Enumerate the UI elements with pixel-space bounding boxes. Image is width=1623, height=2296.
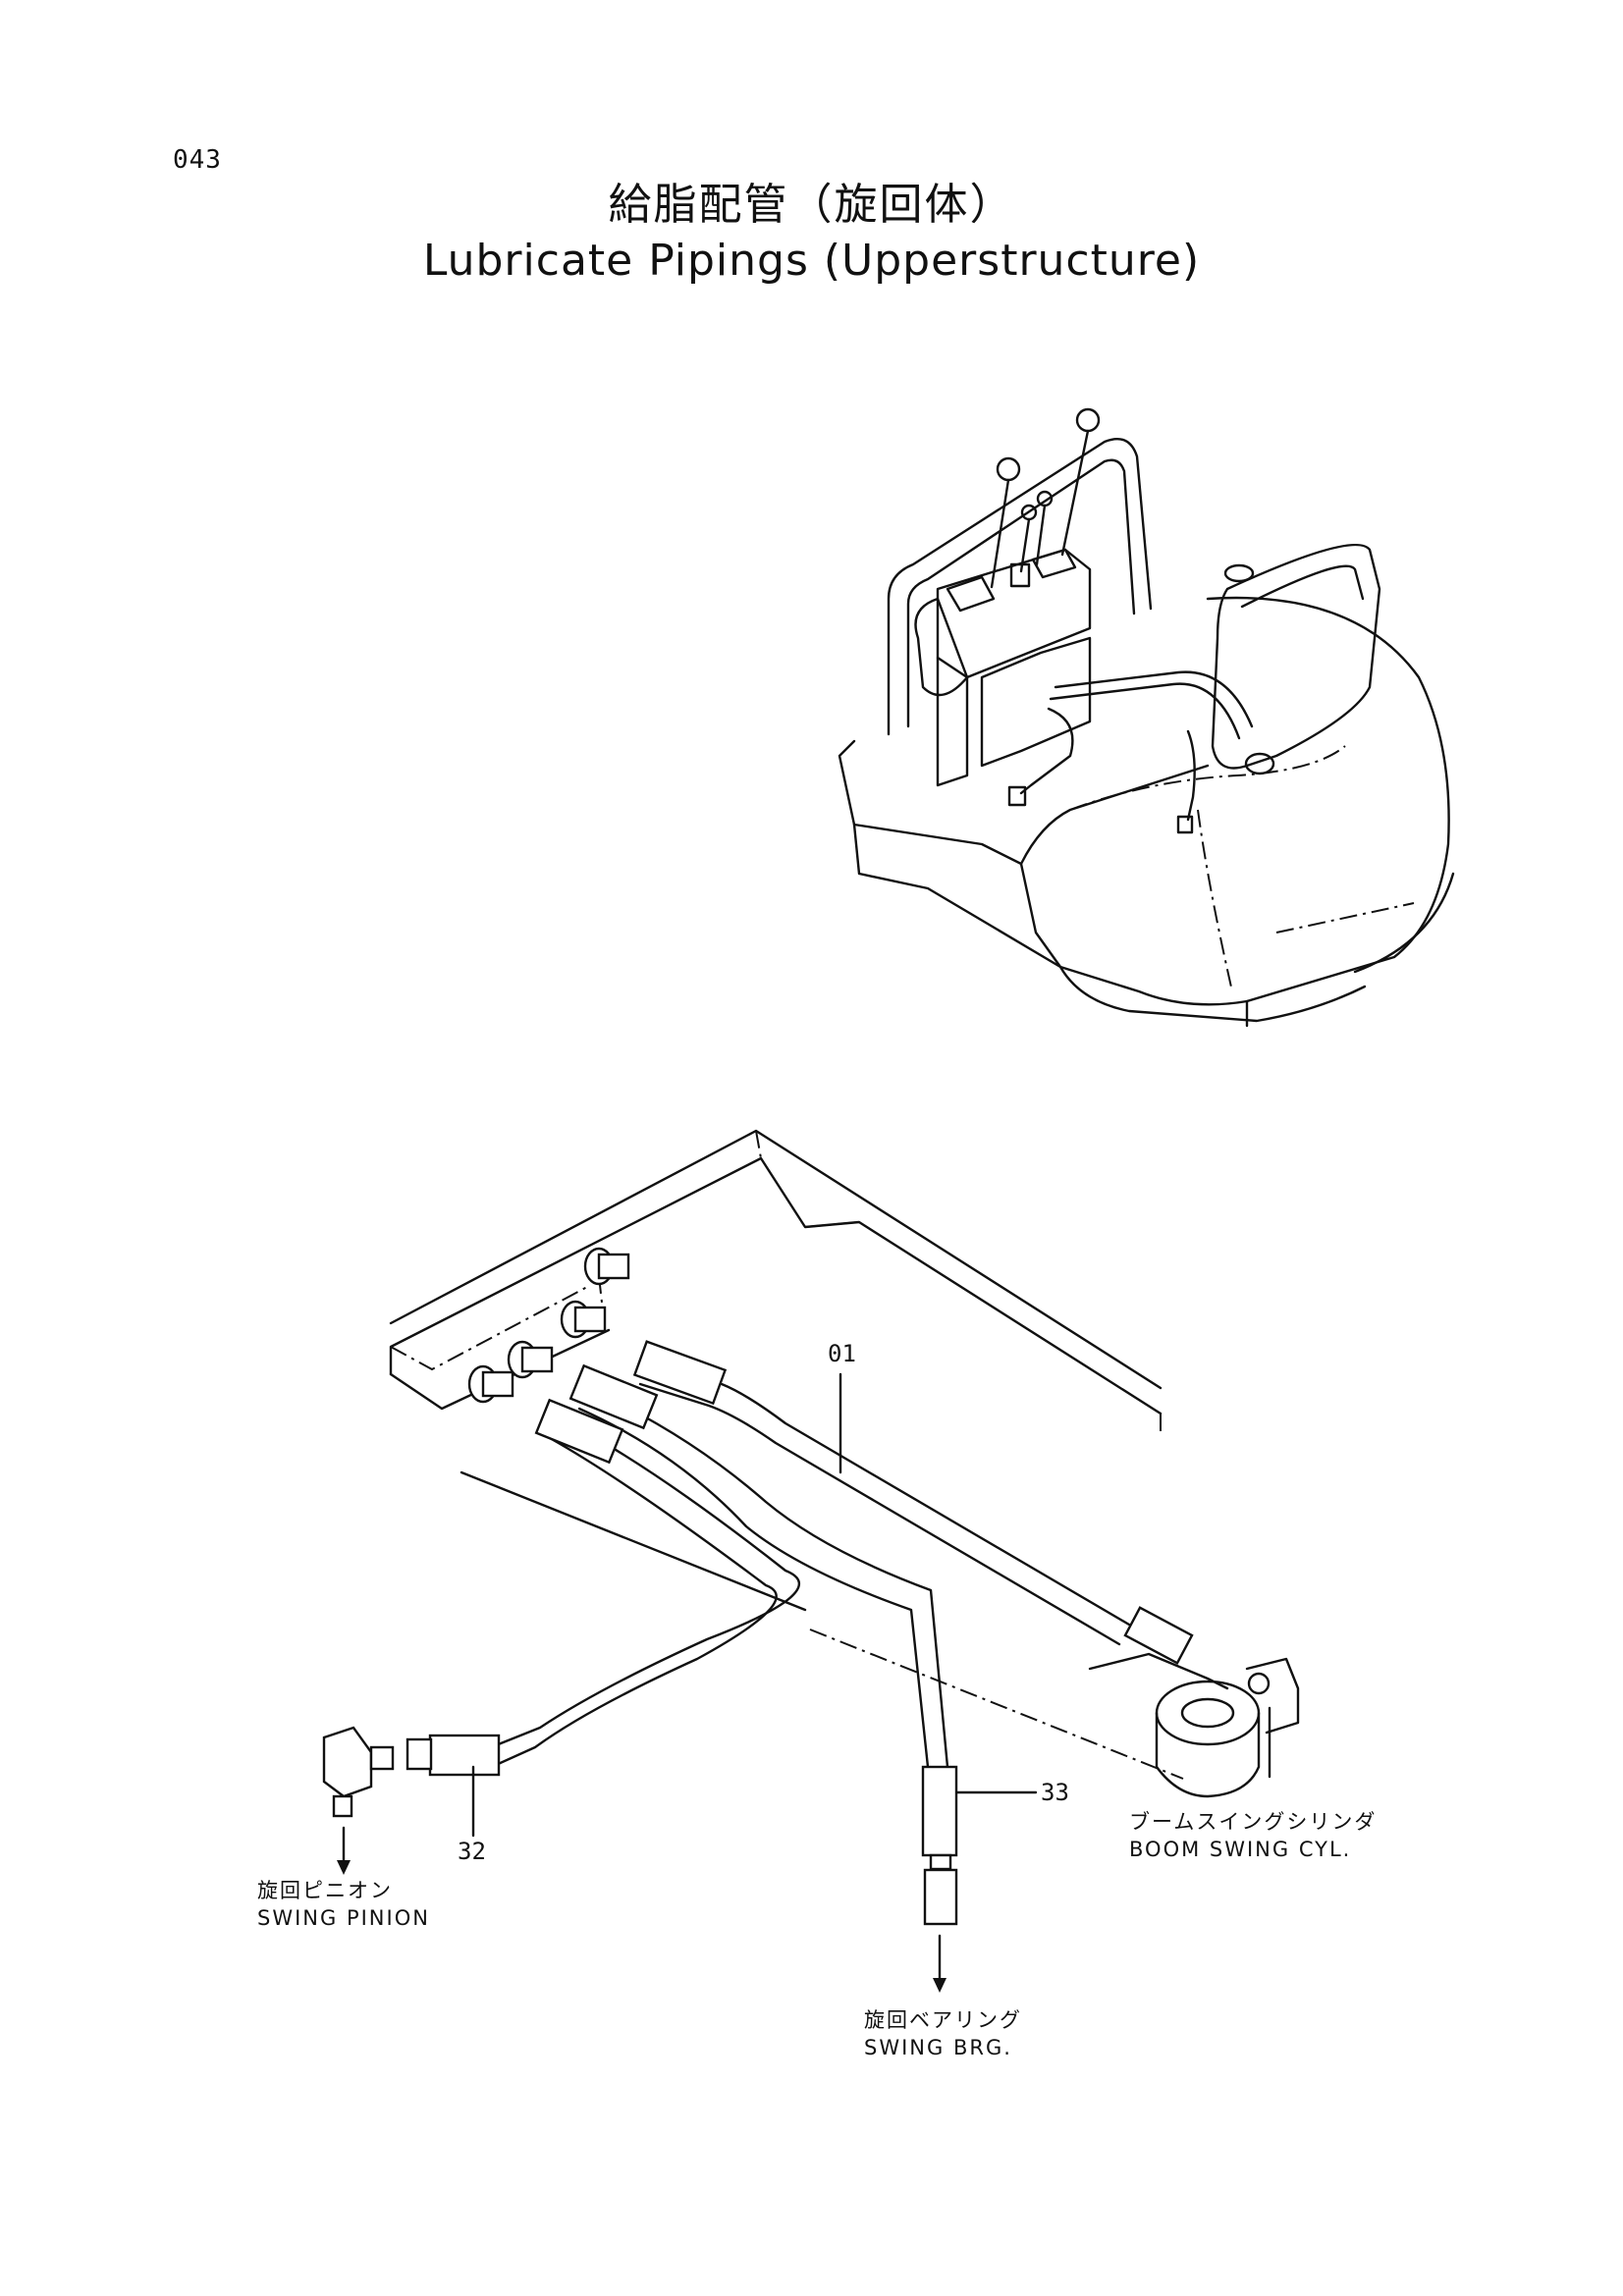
hose-33 xyxy=(568,1363,958,1926)
hose-01 xyxy=(632,1340,1194,1665)
boom-swing-cylinder-pin xyxy=(1088,1652,1300,1798)
upperstructure-body xyxy=(838,596,1455,1028)
swing-pinion-elbow-fitting xyxy=(322,1726,395,1875)
label-swing-brg-en: SWING BRG. xyxy=(864,2036,1012,2060)
label-boom-swing-cyl: ブームスイングシリンダ BOOM SWING CYL. xyxy=(1129,1808,1377,1864)
label-swing-brg-jp: 旋回ベアリング xyxy=(864,2008,1022,2032)
label-boom-swing-cyl-en: BOOM SWING CYL. xyxy=(1129,1838,1352,1862)
label-swing-pinion-jp: 旋回ピニオン xyxy=(257,1879,393,1902)
part-number-32: 32 xyxy=(458,1838,486,1865)
control-console xyxy=(914,548,1092,787)
label-swing-brg: 旋回ベアリング SWING BRG. xyxy=(864,2006,1022,2062)
overview-grease-lines xyxy=(1007,670,1275,834)
leader-lines xyxy=(471,1372,1038,1838)
page-number: 043 xyxy=(173,145,222,175)
frame-plate-detail xyxy=(389,1129,1184,1780)
part-number-01: 01 xyxy=(828,1340,856,1367)
rops-frame xyxy=(887,437,1153,736)
label-swing-pinion: 旋回ピニオン SWING PINION xyxy=(257,1877,430,1933)
hose-32 xyxy=(406,1398,800,1777)
plate-fittings xyxy=(467,1247,630,1404)
part-number-33: 33 xyxy=(1041,1779,1069,1806)
swing-bearing-arrow xyxy=(933,1934,947,1993)
label-boom-swing-cyl-jp: ブームスイングシリンダ xyxy=(1129,1810,1378,1834)
seat xyxy=(1211,543,1381,770)
label-swing-pinion-en: SWING PINION xyxy=(257,1906,430,1931)
page-title-japanese: 給脂配管（旋回体） xyxy=(608,180,1015,230)
control-levers xyxy=(990,407,1101,589)
page-title-english: Lubricate Pipings (Upperstructure) xyxy=(422,236,1201,286)
